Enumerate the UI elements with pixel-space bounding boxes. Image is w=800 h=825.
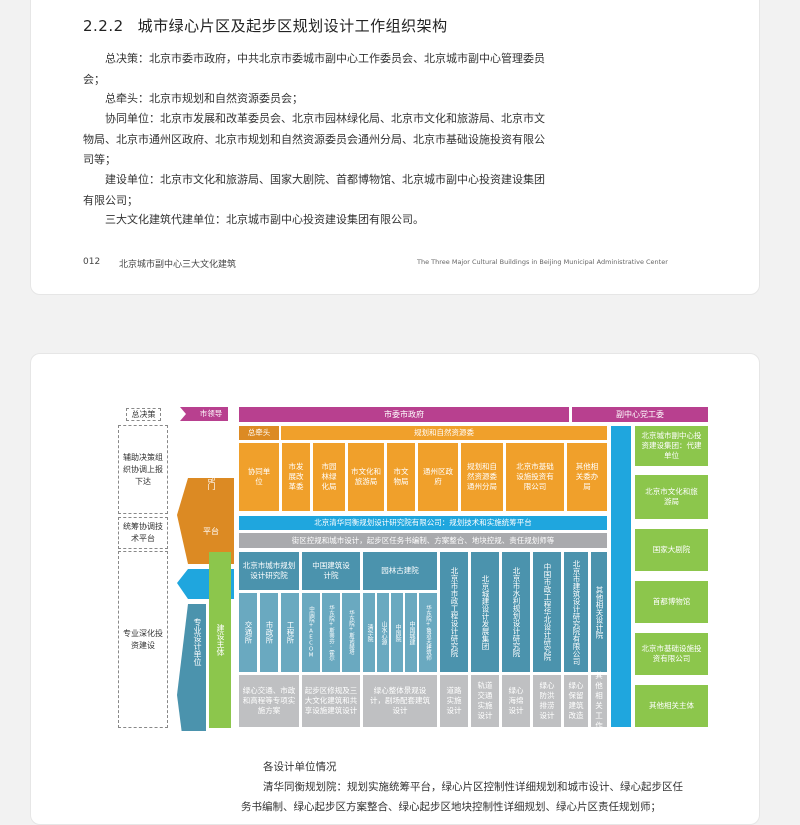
paragraph-cooperation: 协同单位：北京市发展和改革委员会、北京市园林绿化局、北京市文化和旅游局、北京市文…: [83, 109, 553, 171]
caption-line-2: 务书编制、绿心起步区方案整合、绿心起步区地块控制性详细规划、绿心片区责任规划师；: [241, 801, 661, 813]
para-text: 北京市文化和旅游局、国家大剧院、首都博物馆、北京城市副中心投资建设集团有限公司；: [83, 173, 545, 207]
caption-line-1: 清华同衡规划院：规划实施统筹平台，绿心片区控制性详细规划和城市设计、绿心起步区任: [263, 781, 683, 793]
design-col-3: 中国市政工程华北设计研究院: [533, 552, 561, 672]
task-1: 起步区修规及三大文化建筑和共享设施建筑设计: [302, 675, 360, 727]
para-label: 建设单位：: [105, 173, 160, 186]
right-unit-1: 北京市文化和旅游局: [635, 475, 708, 519]
section-number: 2.2.2: [83, 17, 124, 35]
label-design-invest-text: 专业深化投资建设: [123, 628, 163, 650]
task-3: 道路实施设计: [440, 675, 468, 727]
sub-col-8: 中国院: [391, 593, 403, 672]
arrow-platform: 平台: [203, 527, 219, 536]
mgmt-unit-7: 北京市基础设施投资有限公司: [506, 443, 564, 511]
caption-title: 各设计单位情况: [263, 761, 337, 773]
design-col-2: 北京市水利规划设计研究院: [502, 552, 530, 672]
page-number: 012: [83, 257, 101, 267]
mgmt-unit-4: 市文物局: [387, 443, 415, 511]
para-label: 协同单位：: [105, 112, 160, 125]
para-label: 三大文化建筑代建单位：: [105, 213, 226, 226]
sub-col-5: 华东院+斯诺赫塔: [342, 593, 360, 672]
paragraph-decision: 总决策：北京市委市政府，中共北京市委城市副中心工作委员会、北京城市副中心管理委员…: [83, 49, 553, 90]
sub-col-10: 华东院+鲁道夫建筑师: [419, 593, 437, 672]
task-5: 绿心海绵设计: [502, 675, 530, 727]
mgmt-unit-8: 其他相关委办局: [567, 443, 607, 511]
platform-tasks: 街区控规和城市设计，起步区任务书编制、方案整合、地块控规、责任规划师等: [239, 533, 607, 548]
task-6: 绿心防洪排涝设计: [533, 675, 561, 727]
task-8: 其他相关工作: [591, 671, 607, 730]
footer-title: 北京城市副中心三大文化建筑: [119, 260, 237, 270]
tsinghua-platform: 北京清华同衡规划设计研究院有限公司：规划技术和实施统筹平台: [239, 516, 607, 530]
para-label: 总决策：: [105, 52, 149, 65]
arrow-leader: 市领导: [199, 409, 223, 418]
construction-main-bar: 建设主体: [209, 552, 231, 728]
arrow-mgmt: 管理部门: [207, 458, 216, 490]
right-blue-bar: [611, 426, 631, 727]
design-landscape: 园林古建院: [363, 552, 437, 590]
arrow-design: 专业设计单位: [193, 618, 202, 666]
mgmt-unit-2: 市园林绿化局: [313, 443, 345, 511]
paragraph-construction: 建设单位：北京市文化和旅游局、国家大剧院、首都博物馆、北京城市副中心投资建设集团…: [83, 170, 553, 211]
sub-col-3: 中国院+AECOM: [302, 593, 320, 672]
document-page-bottom: 总决策 辅助决策组织协调上报下达 统筹协调技术平台 专业深化投资建设 市领导 管…: [30, 353, 760, 825]
right-unit-3: 首都博物馆: [635, 581, 708, 623]
right-unit-4: 北京市基础设施投资有限公司: [635, 633, 708, 675]
task-0: 绿心交通、市政和高程等专项实施方案: [239, 675, 299, 727]
para-text: 北京市发展和改革委员会、北京市园林绿化局、北京市文化和旅游局、北京市文物局、北京…: [83, 112, 545, 166]
document-page-top: 2.2.2 城市绿心片区及起步区规划设计工作组织架构 总决策：北京市委市政府，中共…: [30, 0, 760, 295]
para-text: 北京市委市政府，中共北京市委城市副中心工作委员会、北京城市副中心管理委员会；: [83, 52, 545, 86]
label-coordination-text: 统筹协调技术平台: [123, 522, 163, 543]
task-2: 绿心整体景观设计，剧场配套建筑设计: [363, 675, 437, 727]
mgmt-unit-3: 市文化和旅游局: [348, 443, 384, 511]
sub-col-2: 工程所: [281, 593, 299, 672]
label-coordination: 统筹协调技术平台: [118, 517, 168, 549]
label-design-invest: 专业深化投资建设: [118, 551, 168, 728]
vice-center-committee: 副中心党工委: [572, 407, 708, 422]
city-government: 市委市政府: [239, 407, 569, 422]
lead-unit-label: 总牵头: [239, 426, 279, 440]
planning-committee: 规划和自然资源委: [281, 426, 607, 440]
mgmt-unit-0: 协同单位: [239, 443, 279, 511]
footer-english-title: The Three Major Cultural Buildings in Be…: [417, 258, 668, 266]
right-unit-0: 北京城市副中心投资建设集团：代建单位: [635, 426, 708, 466]
design-bicp: 北京市城市规划设计研究院: [239, 552, 299, 590]
sub-col-0: 交通所: [239, 593, 257, 672]
mgmt-unit-5: 通州区政府: [418, 443, 458, 511]
para-label: 总牵头：: [105, 92, 149, 105]
paragraph-agent: 三大文化建筑代建单位：北京城市副中心投资建设集团有限公司。: [83, 210, 553, 231]
design-col-4: 北京市建筑设计研究院有限公司: [564, 552, 588, 672]
task-7: 绿心保留建筑改造: [564, 675, 588, 727]
sub-col-1: 市政所: [260, 593, 278, 672]
label-assist-text: 辅助决策组织协调上报下达: [123, 452, 163, 486]
right-unit-2: 国家大剧院: [635, 529, 708, 571]
section-title: 城市绿心片区及起步区规划设计工作组织架构: [137, 17, 448, 35]
paragraph-lead: 总牵头：北京市规划和自然资源委员会；: [83, 89, 553, 110]
label-decision: 总决策: [126, 408, 161, 421]
design-col-1: 北京城建设计发展集团: [471, 552, 499, 672]
design-cadg: 中国建筑设计院: [302, 552, 360, 590]
design-col-5: 其他相关设计院: [591, 552, 607, 672]
label-assist: 辅助决策组织协调上报下达: [118, 425, 168, 514]
design-col-0: 北京市市政工程设计研究院: [440, 552, 468, 672]
sub-col-6: 清华院: [363, 593, 375, 672]
para-text: 北京市规划和自然资源委员会；: [149, 92, 303, 105]
right-unit-5: 其他相关主体: [635, 685, 708, 727]
sub-col-7: 山水心源: [377, 593, 389, 672]
section-heading: 2.2.2 城市绿心片区及起步区规划设计工作组织架构: [83, 15, 448, 36]
task-4: 轨道交通实施设计: [471, 675, 499, 727]
mgmt-unit-6: 规划和自然资源委通州分局: [461, 443, 503, 511]
sub-col-9: 中国城建: [405, 593, 417, 672]
para-text: 北京城市副中心投资建设集团有限公司。: [226, 213, 424, 226]
mgmt-unit-1: 市发展改革委: [282, 443, 310, 511]
sub-col-4: 华东院+斯蒂芬·霍尔: [322, 593, 340, 672]
